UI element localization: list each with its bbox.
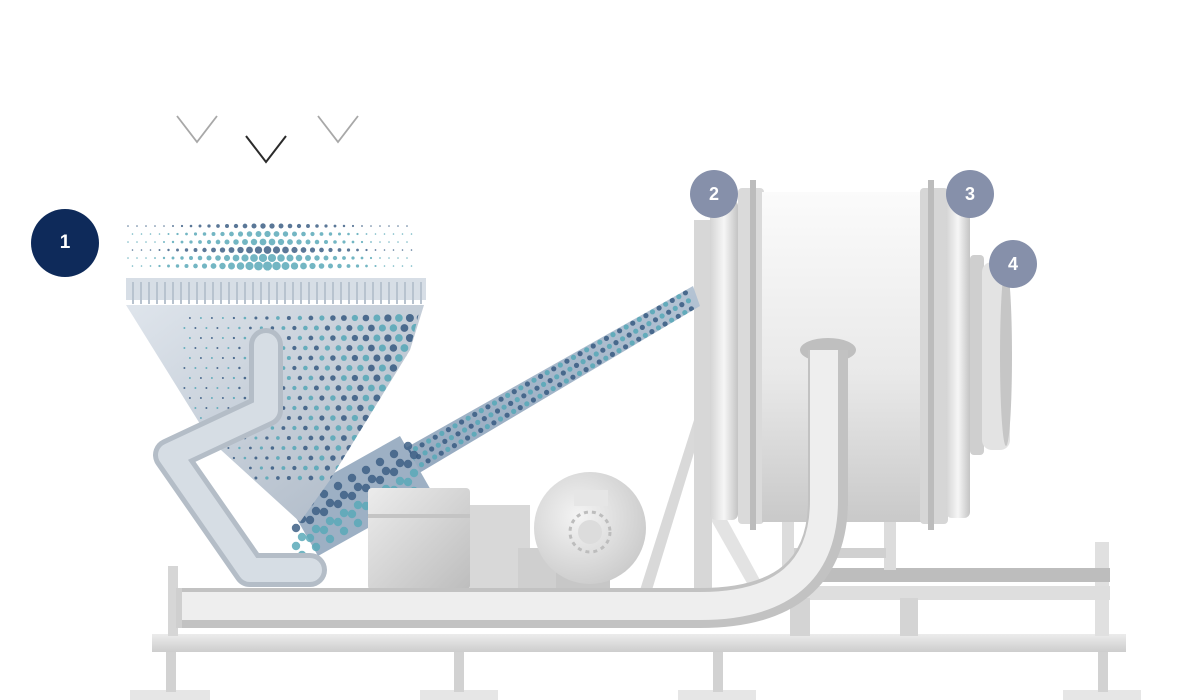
hotspot-3-button[interactable]: 3 [946,170,994,218]
hotspot-4-label: 4 [1007,253,1018,274]
drum [694,180,1012,590]
screw-conveyor [286,286,700,560]
chevron-down-icon[interactable] [317,115,359,144]
material-particles [127,223,413,271]
hotspot-2-label: 2 [708,183,719,204]
base-feet [130,650,1141,700]
chevron-down-icon[interactable] [245,135,287,164]
step-indicators [176,115,359,164]
hotspot-1-label: 1 [59,232,71,253]
chevron-down-icon[interactable] [176,115,218,144]
blower-fan [534,472,646,584]
hotspot-3-label: 3 [964,183,975,204]
motor-unit [368,488,610,590]
hotspot-2-button[interactable]: 2 [690,170,738,218]
return-pipe [176,350,848,628]
hotspot-4-button[interactable]: 4 [989,240,1037,288]
hotspot-1-button[interactable]: 1 [31,209,99,277]
feed-pipe [153,328,327,587]
